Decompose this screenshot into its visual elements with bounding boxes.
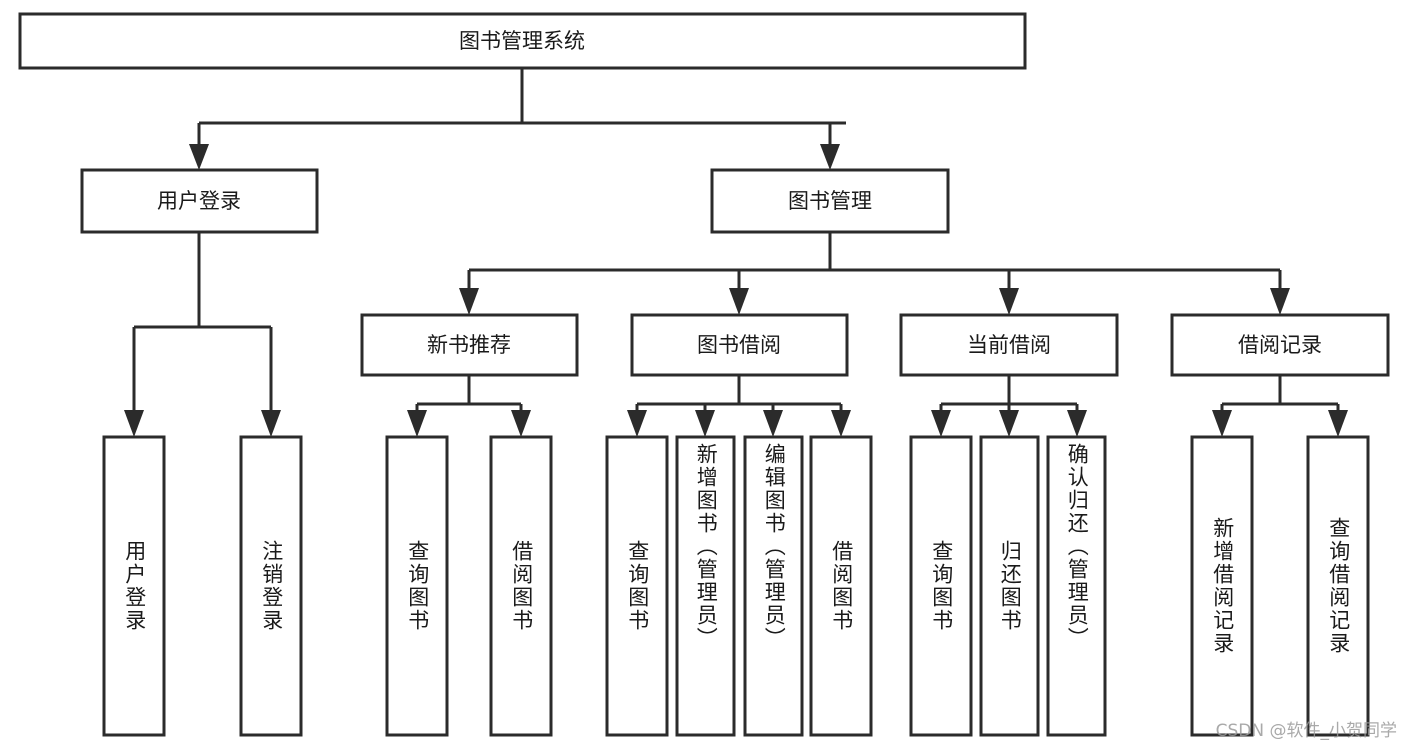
node-book-borrow-box[interactable]	[630, 313, 849, 377]
arrow-bb-leaf-1	[627, 410, 647, 437]
node-borrow-record-box[interactable]	[1170, 313, 1390, 377]
node-user-login-box[interactable]	[80, 168, 319, 234]
node-layer: 图书管理系统 用户登录 图书管理 新书推荐 图书借阅 当前借阅 借阅记录	[18, 12, 1390, 737]
arrow-to-borrow-record	[1270, 288, 1290, 315]
node-book-management-box[interactable]	[710, 168, 950, 234]
arrow-nb-leaf-2	[511, 410, 531, 437]
leaf-box-new-book-1[interactable]	[385, 435, 449, 737]
arrow-to-new-book	[459, 288, 479, 315]
arrow-to-book-borrow	[729, 288, 749, 315]
node-current-borrow-label: 当前借阅	[967, 333, 1051, 357]
leaf-box-book-borrow-3[interactable]	[743, 435, 804, 737]
leaf-box-new-book-2[interactable]	[489, 435, 553, 737]
watermark-text: CSDN @软件_小贺同学	[1215, 721, 1397, 741]
leaf-box-book-borrow-2[interactable]	[675, 435, 736, 737]
arrow-to-current-borrow	[999, 288, 1019, 315]
arrow-ul-leaf-1	[124, 410, 144, 437]
leaf-box-current-borrow-1[interactable]	[909, 435, 973, 737]
arrow-cb-leaf-3	[1067, 410, 1087, 437]
arrow-bb-leaf-4	[831, 410, 851, 437]
leaf-box-borrow-record-1[interactable]	[1190, 435, 1254, 737]
leaf-box-current-borrow-2[interactable]	[979, 435, 1040, 737]
arrow-bb-leaf-2	[695, 410, 715, 437]
node-book-management-label: 图书管理	[788, 189, 872, 213]
node-borrow-record-label: 借阅记录	[1238, 333, 1322, 357]
leaf-box-borrow-record-2[interactable]	[1306, 435, 1370, 737]
leaf-box-book-borrow-4[interactable]	[809, 435, 873, 737]
node-root-box[interactable]	[18, 12, 1027, 70]
arrow-nb-leaf-1	[407, 410, 427, 437]
arrow-to-book-mgmt	[820, 144, 840, 170]
node-new-book-recommend-label: 新书推荐	[427, 333, 511, 357]
arrow-bb-leaf-3	[763, 410, 783, 437]
arrow-cb-leaf-2	[999, 410, 1019, 437]
leaf-box-book-borrow-1[interactable]	[605, 435, 669, 737]
arrow-to-user-login	[189, 144, 209, 170]
connector-layer	[124, 68, 1348, 437]
node-book-borrow-label: 图书借阅	[697, 333, 781, 357]
leaf-box-current-borrow-3[interactable]	[1046, 435, 1107, 737]
leaf-box-user-login-1[interactable]	[102, 435, 166, 737]
arrow-cb-leaf-1	[931, 410, 951, 437]
node-root-label: 图书管理系统	[459, 29, 585, 53]
arrow-ul-leaf-2	[261, 410, 281, 437]
leaf-box-user-login-2[interactable]	[239, 435, 303, 737]
node-new-book-recommend-box[interactable]	[360, 313, 579, 377]
arrow-br-leaf-2	[1328, 410, 1348, 437]
node-current-borrow-box[interactable]	[899, 313, 1119, 377]
arrow-br-leaf-1	[1212, 410, 1232, 437]
node-user-login-label: 用户登录	[157, 189, 241, 213]
